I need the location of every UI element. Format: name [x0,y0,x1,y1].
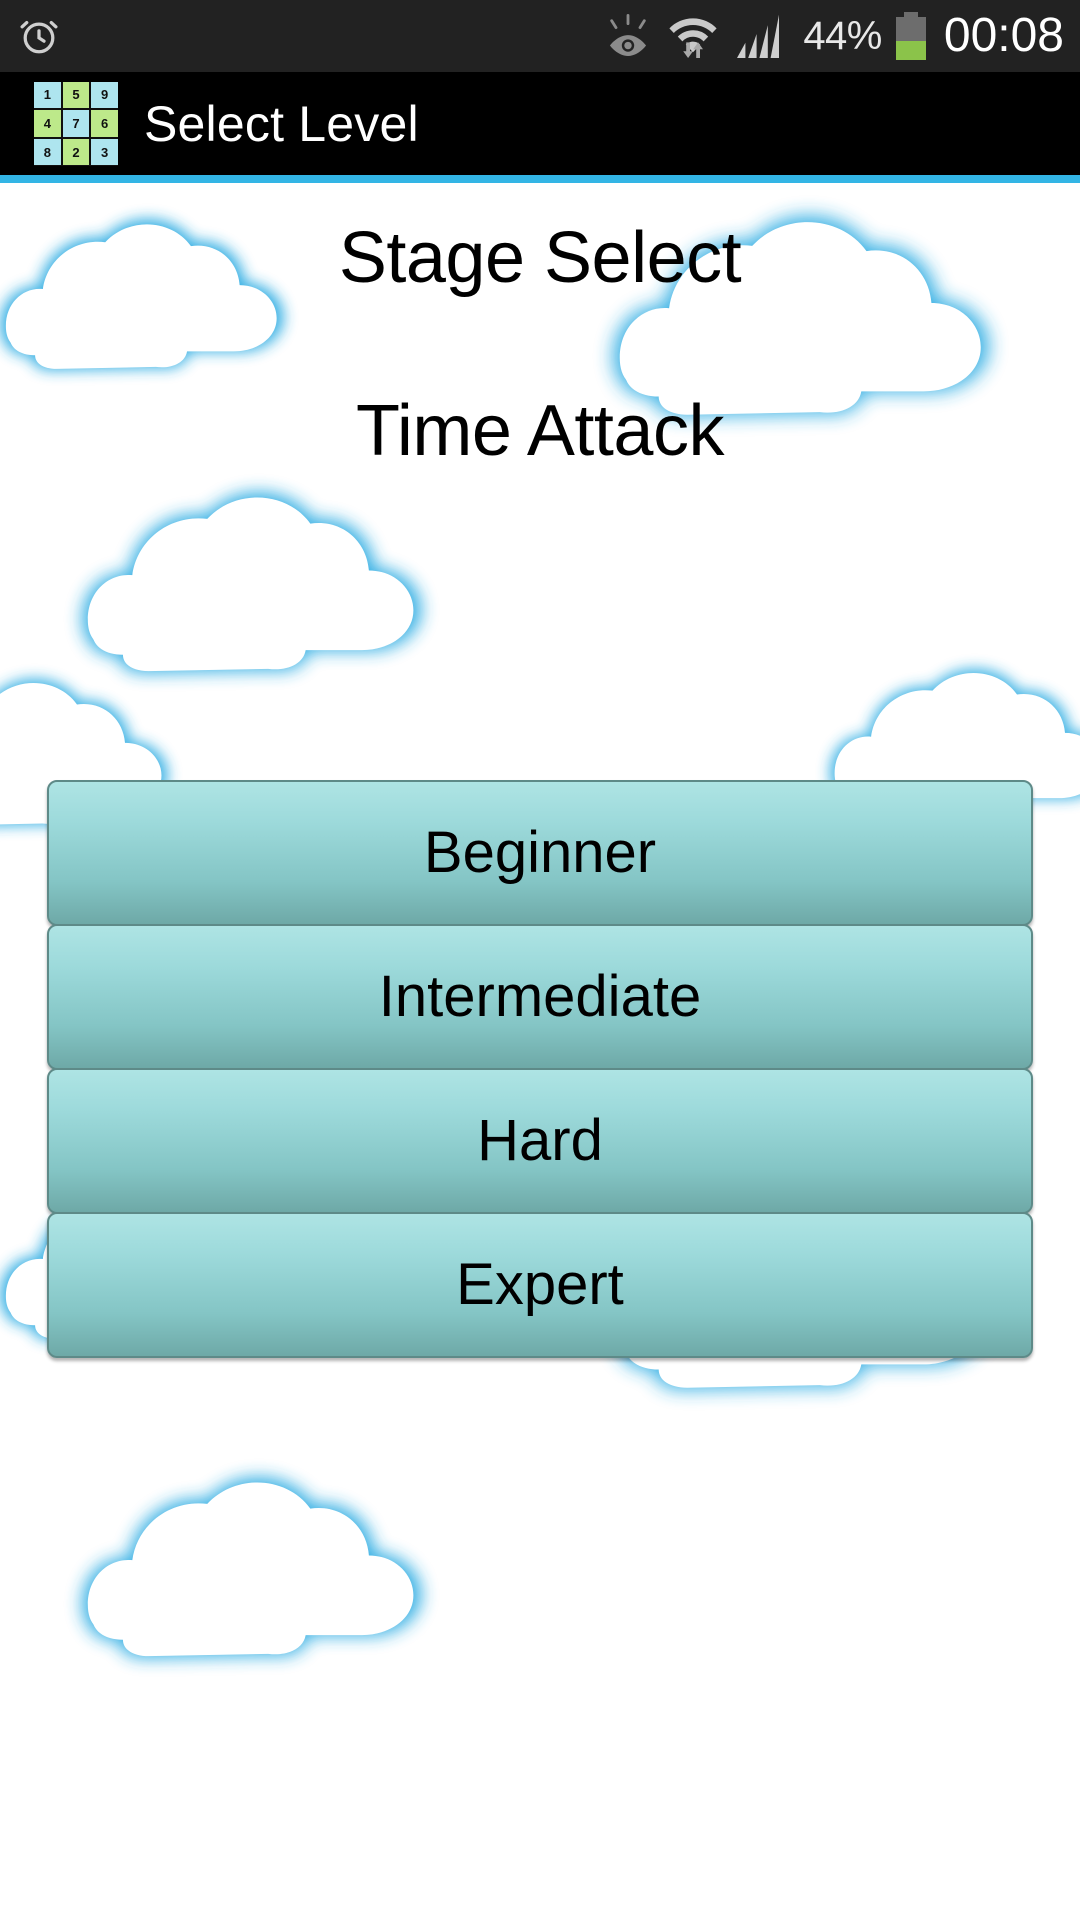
level-button-expert[interactable]: Expert [47,1212,1033,1358]
app-icon-cell-r3-c2: 2 [62,138,90,166]
cellular-signal-icon [737,14,780,59]
stage-select-heading: Stage Select [338,218,742,298]
wifi-icon [669,18,717,58]
app-icon-cell-r1-c1: 1 [34,81,61,109]
battery-fill [895,41,926,60]
mode-heading: Time Attack [356,391,724,471]
cloud-middle [82,492,422,674]
app-icon-cell-r1-c2: 5 [62,81,90,109]
battery-icon [895,12,926,60]
clock-label: 00:08 [943,9,1064,62]
app-icon-cell-r3-c3: 3 [91,138,118,166]
level-button-intermediate[interactable]: Intermediate [47,924,1033,1070]
cloud-bottom [82,1477,422,1659]
app-icon-cell-r2-c1: 4 [34,110,61,137]
app-icon-cell-r2-c3: 6 [91,110,118,137]
app-icon-cell-r3-c1: 8 [34,138,61,166]
battery-percent-label: 44% [803,14,882,58]
accent-divider [0,175,1080,183]
alarm-clock-icon [20,20,58,54]
level-button-beginner[interactable]: Beginner [47,780,1033,926]
status-bar: 44% 00:08 [0,0,1080,72]
status-bar-left [16,13,62,59]
page-title: Select Level [144,95,419,152]
status-bar-right: 44% 00:08 [603,12,1064,60]
level-button-hard[interactable]: Hard [47,1068,1033,1214]
smart-stay-eye-icon [610,14,647,56]
app-icon-cell-r1-c3: 9 [91,81,118,109]
battery-cap [903,12,918,17]
app-icon-cell-r2-c2: 7 [62,110,90,137]
